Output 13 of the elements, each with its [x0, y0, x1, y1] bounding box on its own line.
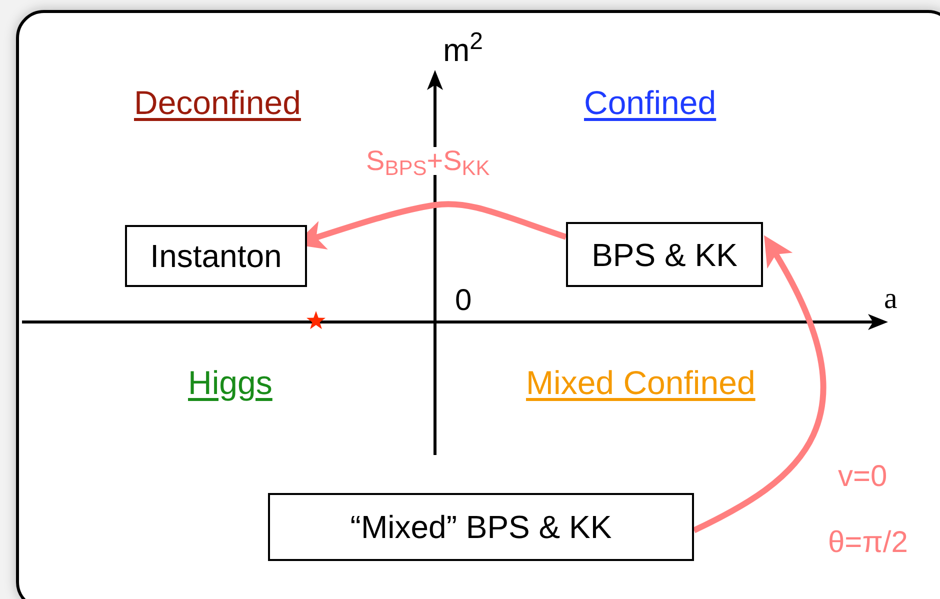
- state-box: “Mixed” BPS & KK: [268, 493, 694, 561]
- region-label: Deconfined: [134, 83, 301, 123]
- origin-label: 0: [455, 283, 472, 319]
- axis-label: a: [884, 281, 898, 317]
- state-box: BPS & KK: [566, 222, 763, 287]
- region-label: Mixed Confined: [526, 363, 756, 403]
- condition-label: θ=π/2: [828, 525, 908, 561]
- axis-label: m$^{2}$: [443, 30, 484, 70]
- region-label: Confined: [584, 83, 716, 123]
- curved-arrow: [692, 234, 826, 534]
- condition-label: v=0: [838, 459, 888, 495]
- region-label: Higgs: [188, 363, 272, 403]
- state-box: Instanton: [125, 225, 307, 287]
